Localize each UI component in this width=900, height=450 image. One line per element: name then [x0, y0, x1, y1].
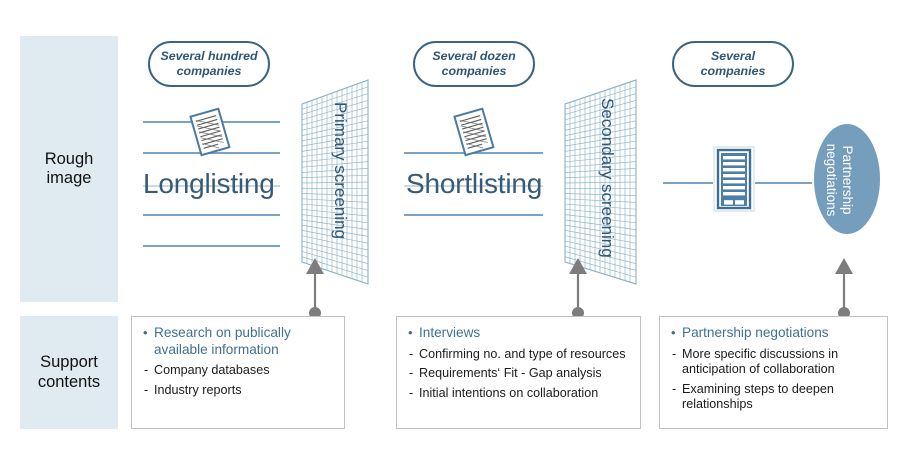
- flow-arrow-to-negotiations: [755, 178, 823, 188]
- flow-arrow-longlisting-5: [143, 241, 291, 251]
- flow-arrow-shortlisting-3: [404, 210, 554, 220]
- arrow-shaft: [755, 182, 812, 184]
- callout-several-hundred-companies: Several hundred companies: [148, 41, 270, 87]
- document-icon-longlisting: [184, 106, 236, 167]
- support-item: Examining steps to deepen relationships: [670, 382, 877, 413]
- server-icon: [713, 146, 755, 217]
- outcome-label-partnership-negotiations: Partnership negotiations: [824, 143, 855, 217]
- arrow-shaft: [404, 214, 543, 216]
- support-heading: Interviews: [407, 325, 630, 342]
- row-label-support-contents: Support contents: [20, 316, 118, 429]
- support-box-longlisting: Research on publically available informa…: [131, 316, 345, 429]
- support-item: Company databases: [142, 363, 334, 379]
- support-heading: Partnership negotiations: [670, 325, 877, 342]
- support-box-negotiations: Partnership negotiations More specific d…: [659, 316, 888, 429]
- flow-arrow-shortlisting-2: [404, 181, 554, 191]
- support-heading: Research on publically available informa…: [142, 324, 334, 358]
- callout-several-dozen-companies: Several dozen companies: [413, 41, 535, 87]
- flow-arrow-longlisting-3: [143, 181, 291, 191]
- connector-primary-screening: [303, 258, 327, 325]
- connector-partnership-negotiations: [832, 258, 856, 325]
- arrow-shaft: [143, 245, 280, 247]
- support-list: Research on publically available informa…: [142, 324, 334, 399]
- support-item: Industry reports: [142, 383, 334, 399]
- support-list: Partnership negotiations More specific d…: [670, 325, 877, 413]
- callout-several-companies: Several companies: [672, 41, 794, 87]
- stage-label-longlisting: Longlisting: [143, 168, 275, 199]
- arrow-shaft: [143, 214, 280, 216]
- outcome-ellipse-partnership-negotiations: [814, 124, 880, 234]
- flow-arrow-longlisting-4: [143, 210, 291, 220]
- mesh-secondary-screening: Secondary screening: [562, 76, 640, 293]
- support-list: Interviews Confirming no. and type of re…: [407, 325, 630, 403]
- arrow-shaft: [663, 182, 728, 184]
- support-item: Confirming no. and type of resources: [407, 347, 630, 363]
- arrow-shaft: [404, 185, 543, 187]
- flow-arrow-to-server: [663, 178, 728, 188]
- document-icon-shortlisting: [448, 106, 500, 167]
- support-item: Requirements‘ Fit - Gap analysis: [407, 366, 630, 382]
- mesh-label-secondary-screening: Secondary screening: [598, 98, 617, 258]
- row-label-rough-image: Rough image: [20, 36, 118, 302]
- support-item: More specific discussions in anticipatio…: [670, 347, 877, 378]
- stage-label-shortlisting: Shortlisting: [406, 168, 543, 199]
- support-item: Initial intentions on collaboration: [407, 386, 630, 402]
- mesh-primary-screening: Primary screening: [299, 76, 371, 293]
- arrow-shaft: [143, 185, 280, 187]
- support-box-shortlisting: Interviews Confirming no. and type of re…: [396, 316, 641, 429]
- connector-secondary-screening: [566, 258, 590, 325]
- mesh-label-primary-screening: Primary screening: [331, 102, 350, 239]
